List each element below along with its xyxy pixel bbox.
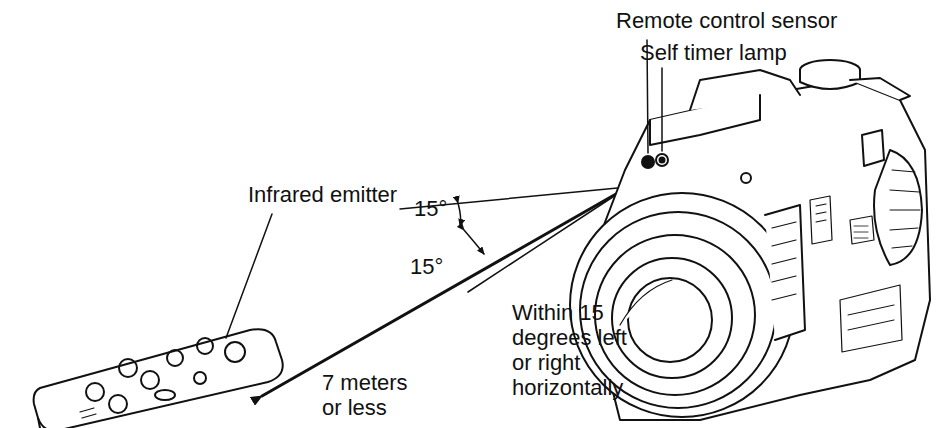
camera [570,60,930,420]
angle-note: Within 15 degrees left or right horizont… [512,300,636,400]
angle-label: 15° [410,254,460,279]
leader-line [661,68,663,151]
distance-label: 7 meters or less [322,370,422,420]
leader-line [226,214,272,338]
remote-control [34,329,283,428]
angle-label: 15° [414,196,464,221]
part-name: Remote control sensor [616,8,876,33]
part-name: Self timer lamp [640,40,840,65]
angle-arc [458,203,461,226]
angle-arc [464,230,484,254]
